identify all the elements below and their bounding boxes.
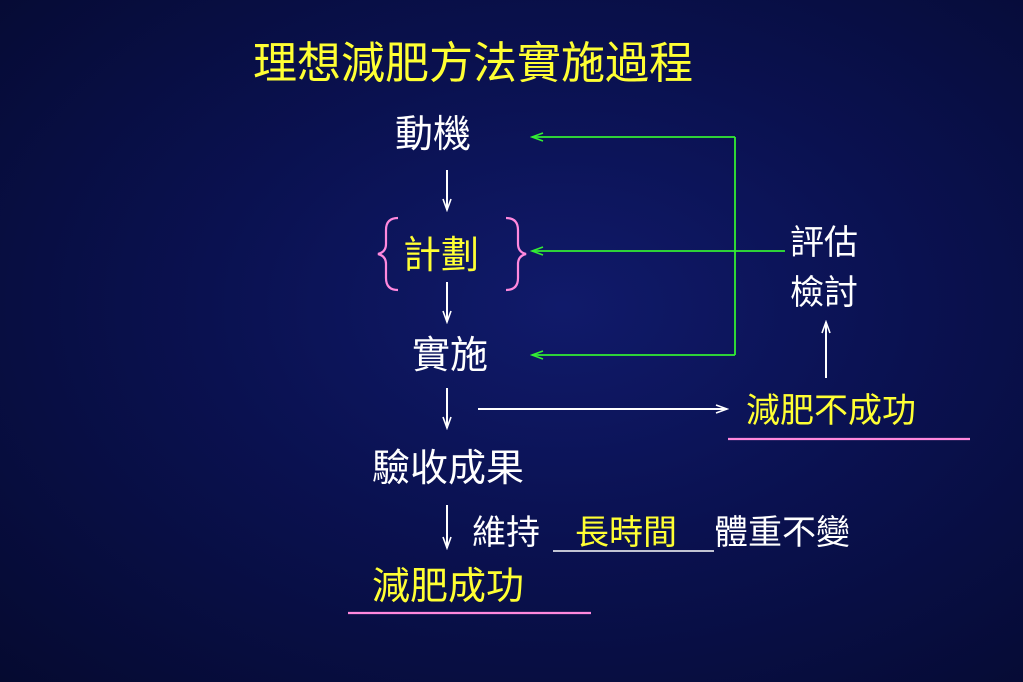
page-title: 理想減肥方法實施過程: [253, 38, 693, 89]
node-success: 減肥成功: [372, 564, 525, 608]
maintain-highlight: 長時間: [575, 513, 677, 553]
evaluate-label-line2: 檢討: [790, 273, 858, 313]
failure-label: 減肥不成功: [746, 391, 916, 431]
node-plan: 計劃: [403, 233, 480, 277]
maintain-prefix: 維持: [472, 513, 540, 553]
node-check-results: 驗收成果: [372, 446, 525, 490]
maintain-suffix: 體重不變: [714, 513, 850, 553]
evaluate-label-line1: 評估: [790, 223, 858, 263]
brace-left: [377, 216, 399, 292]
node-implement: 實施: [412, 333, 489, 377]
brace-right: [505, 216, 527, 292]
node-motivation: 動機: [395, 112, 472, 156]
